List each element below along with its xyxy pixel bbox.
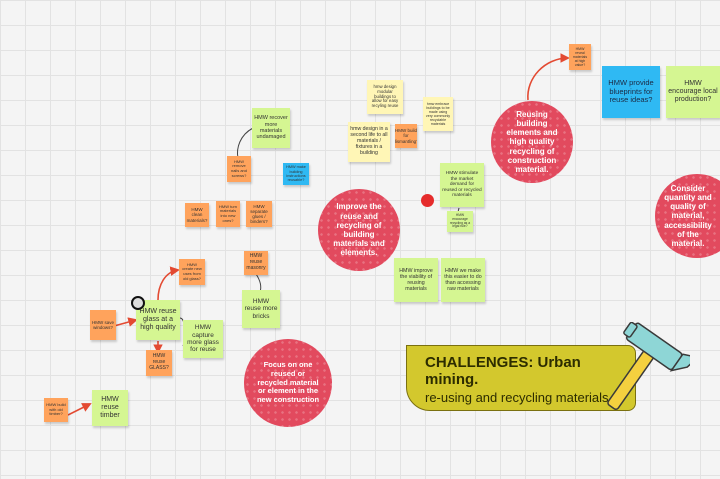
sticky-note-reuse-masonry[interactable]: HMW reuse masonry <box>244 251 268 275</box>
connector-recover <box>237 127 254 159</box>
sticky-note-remove-nails[interactable]: HMW remove nails and screws? <box>227 156 251 182</box>
sticky-note-embrace-buildings[interactable]: hmw embrace buildings to be made using v… <box>423 97 453 131</box>
sticky-note-second-life[interactable]: hmw design in a second life to all mater… <box>348 122 390 162</box>
sticky-note-encourage-recycling[interactable]: HMW encourage recycling as a legal rule? <box>447 211 473 232</box>
sticky-note-make-easier[interactable]: HMW we make this easier to do than acces… <box>441 258 485 302</box>
cursor-ring-icon <box>131 296 145 310</box>
sticky-note-reuse-timber[interactable]: HMW reuse timber <box>92 390 128 426</box>
sticky-note-clean-materials[interactable]: HMW clean materials? <box>185 203 209 227</box>
sticky-note-encourage-local[interactable]: HMW encourage local production? <box>666 66 720 118</box>
sticky-note-design-modular[interactable]: hmw design modular buildings to allow fo… <box>367 80 403 114</box>
sticky-note-recover-undamaged[interactable]: HMW recover more materials undamaged <box>252 108 290 148</box>
sticky-note-turn-materials[interactable]: HMW turn materials into new ones? <box>216 201 240 227</box>
sticky-note-build-dismantling[interactable]: HMW build for dismantling? <box>395 124 417 148</box>
sticky-note-improve-viability[interactable]: HMW improve the viability of reusing mat… <box>394 258 438 302</box>
cluster-circle-focus-one[interactable]: Focus on one reused or recycled material… <box>244 339 332 427</box>
connector-timber-arrow <box>67 403 92 416</box>
sticky-note-build-old-timber[interactable]: HMW build with old timber? <box>44 398 68 422</box>
sticky-note-reveal-materials[interactable]: HMW reveal materials at high value? <box>569 44 591 70</box>
cluster-circle-reusing-elements[interactable]: Reusing building elements and high quali… <box>491 101 573 183</box>
cluster-circle-consider-quantity[interactable]: Consider quantity and quality of materia… <box>655 174 720 258</box>
banner-title: CHALLENGES: Urban mining. <box>425 354 581 388</box>
sticky-note-create-new[interactable]: HMW create new uses from old glass? <box>179 259 205 285</box>
sticky-note-save-windows[interactable]: HMW save windows? <box>90 310 116 340</box>
challenge-banner[interactable]: CHALLENGES: Urban mining. re-using and r… <box>406 345 636 411</box>
red-dot-marker <box>421 194 434 207</box>
sticky-note-stimulate-market[interactable]: HMW stimulate the market demand for reus… <box>440 163 484 207</box>
sticky-note-build-instructions[interactable]: HMW make building instructions reusable? <box>283 163 309 185</box>
sticky-note-reuse-bricks[interactable]: HMW reuse more bricks <box>242 290 280 328</box>
sticky-note-provide-blueprints[interactable]: HMW provide blueprints for reuse ideas? <box>602 66 660 118</box>
connector-glass-up-arrow <box>157 266 180 301</box>
sticky-note-capture-glass[interactable]: HMW capture more glass for reuse <box>183 320 223 358</box>
banner-subtitle: re-using and recycling materials. <box>425 390 613 405</box>
hammer-icon <box>607 322 690 410</box>
connector-windows-arrow <box>113 317 138 327</box>
connector-reusing-arrow <box>527 53 570 101</box>
cluster-circle-improve-reuse[interactable]: Improve the reuse and recycling of build… <box>318 189 400 271</box>
sticky-note-reuse-glass-question[interactable]: HMW reuse GLASS? <box>146 350 172 376</box>
sticky-note-separate-glues[interactable]: HMW separate glues / binders? <box>246 201 272 227</box>
